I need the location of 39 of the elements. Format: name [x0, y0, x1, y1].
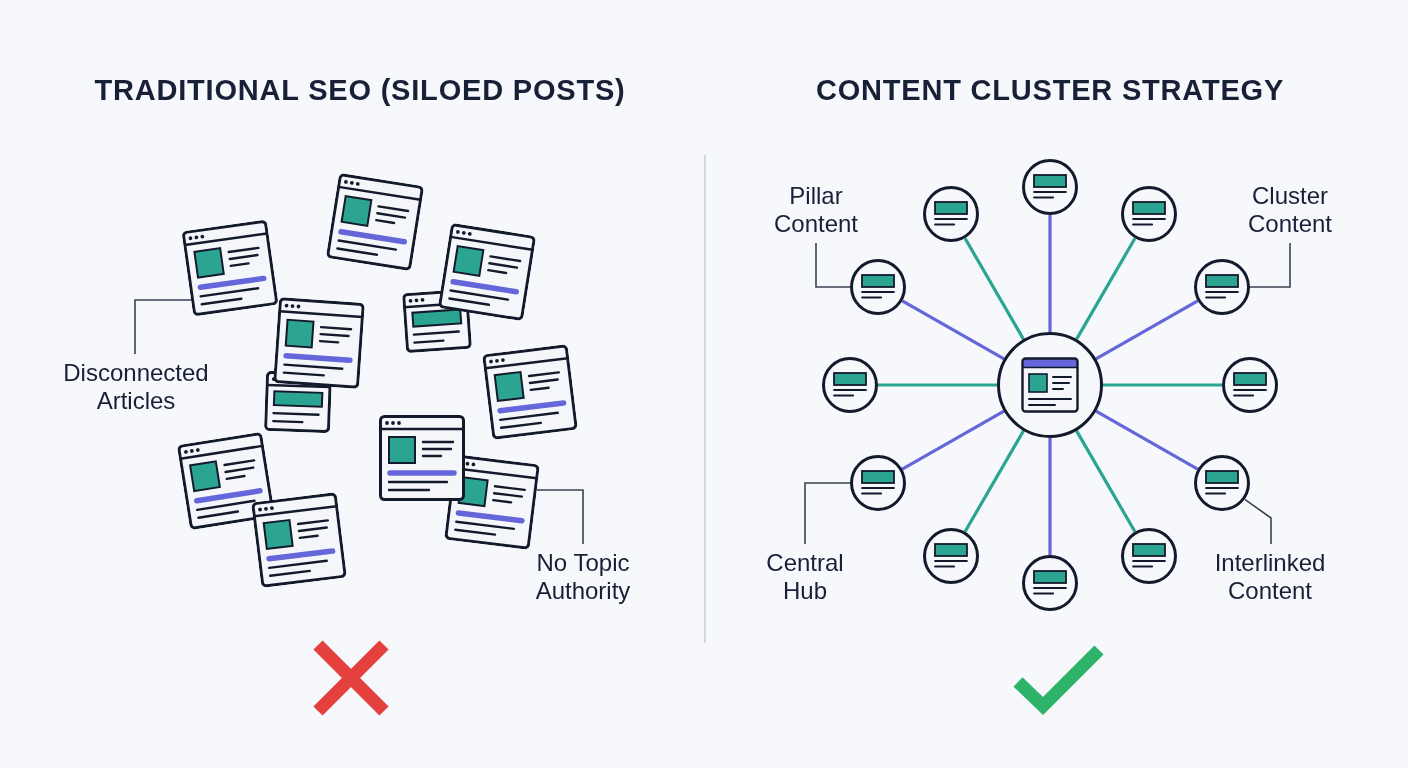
connector-line: [1048, 438, 1052, 555]
content-node: [822, 357, 878, 413]
leader-line: [815, 242, 851, 288]
content-node: [923, 528, 979, 584]
callout-label: Central Hub: [765, 549, 845, 605]
content-node: [850, 259, 906, 315]
callout-label: Pillar Content: [772, 182, 860, 238]
connector-line: [878, 383, 997, 387]
leader-line: [804, 482, 851, 545]
hub-node: [997, 332, 1103, 438]
connector-line: [901, 409, 1005, 471]
connector-line: [963, 237, 1025, 340]
content-node: [1022, 555, 1078, 611]
connector-line: [901, 299, 1005, 361]
leader-line: [1244, 498, 1272, 545]
content-node: [1194, 455, 1250, 511]
content-node: [1222, 357, 1278, 413]
content-node: [923, 186, 979, 242]
leader-line: [536, 489, 584, 545]
content-node: [1022, 159, 1078, 215]
content-node: [1121, 186, 1177, 242]
connector-line: [1048, 215, 1052, 332]
connector-line: [1095, 409, 1199, 471]
callout-label: Disconnected Articles: [62, 359, 210, 415]
connector-line: [1103, 383, 1222, 387]
leader-line: [1249, 242, 1291, 288]
connector-line: [1075, 430, 1137, 533]
content-node: [1121, 528, 1177, 584]
section-heading: TRADITIONAL SEO (SILOED POSTS): [94, 73, 626, 107]
callout-label: Interlinked Content: [1213, 549, 1327, 605]
connector-line: [963, 430, 1025, 533]
connector-line: [1095, 299, 1199, 361]
callout-label: No Topic Authority: [534, 549, 632, 605]
section-heading: CONTENT CLUSTER STRATEGY: [815, 73, 1285, 107]
connector-line: [1075, 237, 1137, 340]
content-node: [850, 455, 906, 511]
callout-label: Cluster Content: [1246, 182, 1334, 238]
leader-line: [134, 299, 192, 355]
content-node: [1194, 259, 1250, 315]
